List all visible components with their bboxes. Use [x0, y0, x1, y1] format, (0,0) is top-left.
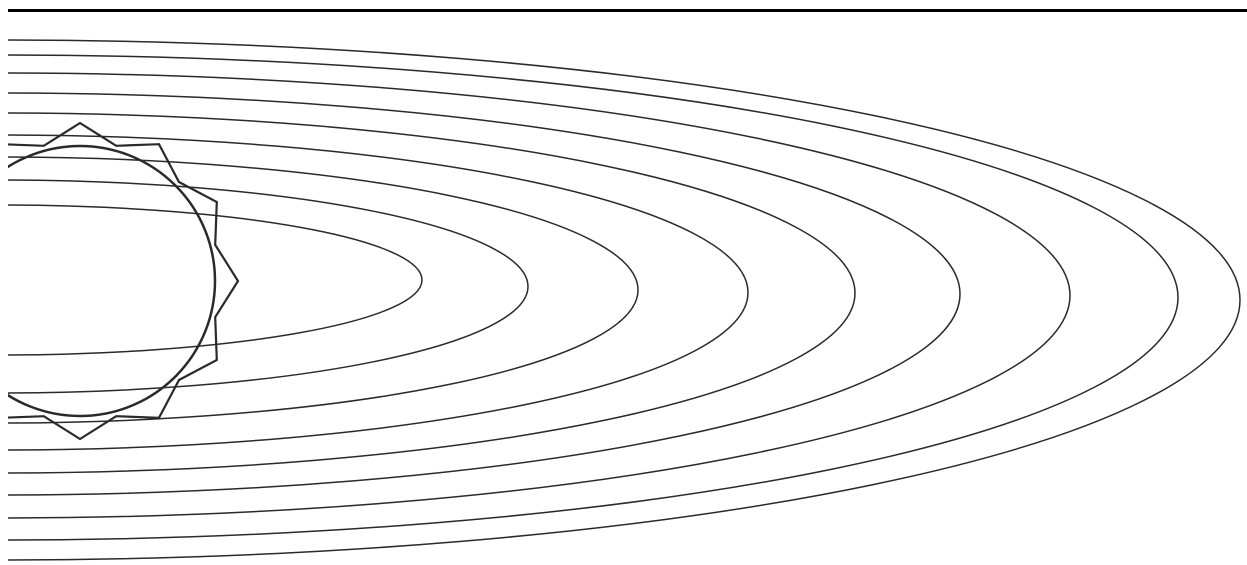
sun-rays — [0, 123, 238, 439]
orbit-ring — [0, 93, 960, 495]
sun-icon — [0, 123, 238, 439]
orbit-rings — [0, 40, 1240, 560]
orbit-ring — [0, 180, 528, 393]
orbit-ring — [0, 113, 855, 473]
orbit-ring — [0, 157, 638, 423]
orbit-ring — [0, 205, 422, 355]
orbit-ring — [0, 55, 1178, 540]
